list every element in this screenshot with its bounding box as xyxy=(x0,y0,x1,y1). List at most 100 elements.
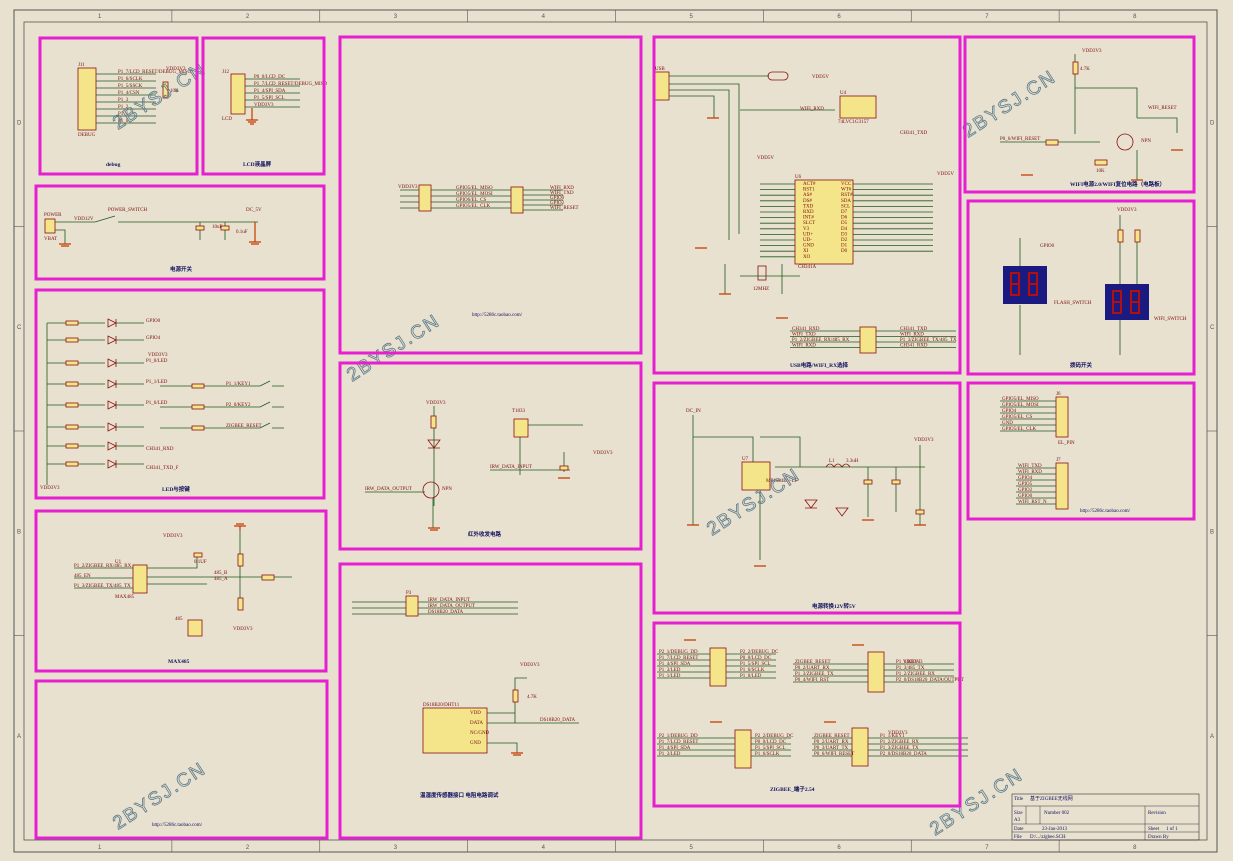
ds-vdd: VDD3V3 xyxy=(520,663,540,668)
grid-row-right: B xyxy=(1210,529,1214,535)
grid-col-top: 4 xyxy=(542,14,546,20)
debug-block: J11 DEBUG P1_7/LCD_RESET/DEBUG_MISOP1_6/… xyxy=(77,63,191,168)
usb-right-pin: D1 xyxy=(841,244,848,249)
dcdc-in: DC_IN xyxy=(686,409,701,414)
j7-pin-label: GPIO0 xyxy=(1018,494,1033,499)
mt-j4-label: GPIO5/EL_CLK xyxy=(456,204,491,209)
j6-pin-label: GPIO4 xyxy=(1002,409,1017,414)
max485-pin-label: P1_3/ZIGBEE_TX/485_TX xyxy=(74,584,131,589)
usb-vdd5v-2: VDD5V xyxy=(757,156,774,161)
usb-right-pin: D2 xyxy=(841,238,848,243)
block-borders xyxy=(34,35,1196,840)
ds-r17v: 4.7K xyxy=(527,695,537,700)
j7-header: J7 xyxy=(1056,458,1061,463)
grid-row-left: A xyxy=(17,734,21,740)
title-block: Title 基于ZIGBEE无线网 Size A3 Number 002 Rev… xyxy=(1011,793,1200,841)
grid-col-top: 2 xyxy=(246,14,250,20)
led-key-label: P1_1/KEY1 xyxy=(226,382,251,387)
zig-j2-right: P1_5/SPI_SCL xyxy=(740,662,771,667)
lcd-pin-label: P0_0/LCD_DC xyxy=(254,75,286,80)
usb-right-pin: RST# xyxy=(841,193,853,198)
dcdc-chip-name: MP1584EN-LF xyxy=(766,479,798,484)
usb-left-pin: V3 xyxy=(803,227,810,232)
tb-title-label: Title xyxy=(1014,797,1024,802)
usb-left-pin: UD+ xyxy=(803,232,813,237)
usb-xtal: 12MHZ xyxy=(753,287,769,292)
zig-j3-right: P1_2/ZIGBEE_RX xyxy=(896,672,935,677)
led-net-label: P1_0/LED xyxy=(146,359,168,364)
mt-j5-label: GPIO0 xyxy=(550,196,565,201)
tb-revision: Revision xyxy=(1148,811,1166,816)
usb-right-pin: VCC xyxy=(841,182,852,187)
j7-pin-label: WIFI_RXD xyxy=(1018,470,1042,475)
max485-caption: MAX485 xyxy=(168,659,190,665)
zig-j2-left: P2_1/DEBUG_DD xyxy=(659,650,698,655)
ir-in: IRW_DATA_INPUT xyxy=(490,465,532,470)
lcd-block: J12 LCD P0_0/LCD_DCP1_7/LCD_RESET/DEBUG_… xyxy=(222,70,327,168)
max485-pin-label: P1_2/ZIGBEE_RX/485_RX xyxy=(74,564,132,569)
lcd-caption: LCD液晶屏 xyxy=(243,160,272,168)
usb-left-pin: GND xyxy=(803,244,814,249)
wifi-vdd: VDD3V3 xyxy=(1082,49,1102,54)
wifi-q2-type: NPN xyxy=(1141,139,1151,144)
debug-pin-label: P1_5/SSCK xyxy=(118,84,143,89)
tb-date-label: Date xyxy=(1014,827,1024,832)
max485-chip: U1 xyxy=(115,560,122,565)
zig-j1-left: P1_4/SPI_SDA xyxy=(659,746,691,751)
zig-j3-left: P1_3/ZIGBEE_TX xyxy=(795,672,834,677)
usb-vdd5v-3: VDD5V xyxy=(937,172,954,177)
ds-chip-pin: GND xyxy=(470,741,481,746)
usb-left-pin: RST1 xyxy=(803,188,815,193)
zig-j1-right: P1_5/SPI_SCL xyxy=(755,746,786,751)
usb-left-pin: INT# xyxy=(803,216,814,221)
max485-chip-name: MAX485 xyxy=(115,595,135,600)
led-vdd: VDD3V3 xyxy=(40,486,60,491)
tb-number: Number 002 xyxy=(1044,811,1070,816)
grid-col-top: 6 xyxy=(837,14,841,20)
grid-col-top: 5 xyxy=(689,14,693,20)
zig-j2-left: P1_7/LCD_RESET xyxy=(659,656,698,661)
flash-caption: 拨码开关 xyxy=(1070,361,1093,369)
wifi-reset: WIFI_RESET xyxy=(1148,106,1177,111)
ds-header-label: IRW_DATA_OUTPUT xyxy=(428,604,475,609)
zig-j3-right: P1_1/KEY1 xyxy=(896,660,921,665)
lcd-pin-label: VDD3V3 xyxy=(254,103,274,108)
zig-jx-left: ZIGBEE_RESET xyxy=(814,734,850,739)
ds-data: DS18B20_DATA xyxy=(540,718,576,723)
zig-j2-right: P0_0/LCD_DC xyxy=(740,656,772,661)
usb-sel-right: CH341_TXD xyxy=(900,327,928,332)
usb-left-pin: TXD xyxy=(803,204,814,209)
zig-vdd2: VDD3V3 xyxy=(888,731,908,736)
debug-conn: J11 xyxy=(78,63,85,68)
wifi-r19v: 10K xyxy=(1096,169,1105,174)
dcdc-caption: 电源转换12V转5V xyxy=(812,602,856,610)
usb-sel-right: WIFI_RXD xyxy=(900,333,924,338)
ir-vdd2: VDD3V3 xyxy=(593,451,613,456)
max485-a: 485_A xyxy=(214,577,228,582)
usb-u6-name: CH341A xyxy=(798,265,816,270)
power-vdd12: VDD12V xyxy=(74,217,94,222)
usb-left-pin: DS# xyxy=(803,199,812,204)
max485-b: 485_B xyxy=(214,571,228,576)
max485-cap: 0.1UF xyxy=(194,560,207,565)
j7-pin-label: GPIO2 xyxy=(1018,488,1033,493)
led-caption: LED与按键 xyxy=(162,485,190,493)
led-vdd-top: VDD3V3 xyxy=(148,353,168,358)
zig-j2-left: P1_1/LED xyxy=(659,674,681,679)
zig-j2-right: P2_2/DEBUG_DC xyxy=(740,650,779,655)
tb-sheet-label: Sheet xyxy=(1148,827,1160,832)
j6-name: EL_PIN xyxy=(1058,441,1075,446)
j7-pin-label: WIFI_RST_N xyxy=(1018,500,1047,505)
tb-drawn: Drawn By xyxy=(1148,835,1169,840)
mt-vdd: VDD3V3 xyxy=(398,185,418,190)
usb-sel-left: WIFI_TXD xyxy=(792,333,816,338)
j6-pin-label: GPIO5/EL_CLK xyxy=(1002,427,1037,432)
zig-jx-right: P1_3/ZIGBEE_TX xyxy=(880,746,919,751)
power-c1: 10uF xyxy=(212,225,223,230)
usb-u4: U4 xyxy=(840,91,847,96)
tb-size-label: Size xyxy=(1014,811,1023,816)
debug-vdd: VDD3V3 xyxy=(166,67,186,72)
debug-pin-label: P1_4/CSN xyxy=(118,91,140,96)
wifi-caption: WIFI电源2.0/WIFI复位电路（电路板） xyxy=(1070,180,1165,188)
